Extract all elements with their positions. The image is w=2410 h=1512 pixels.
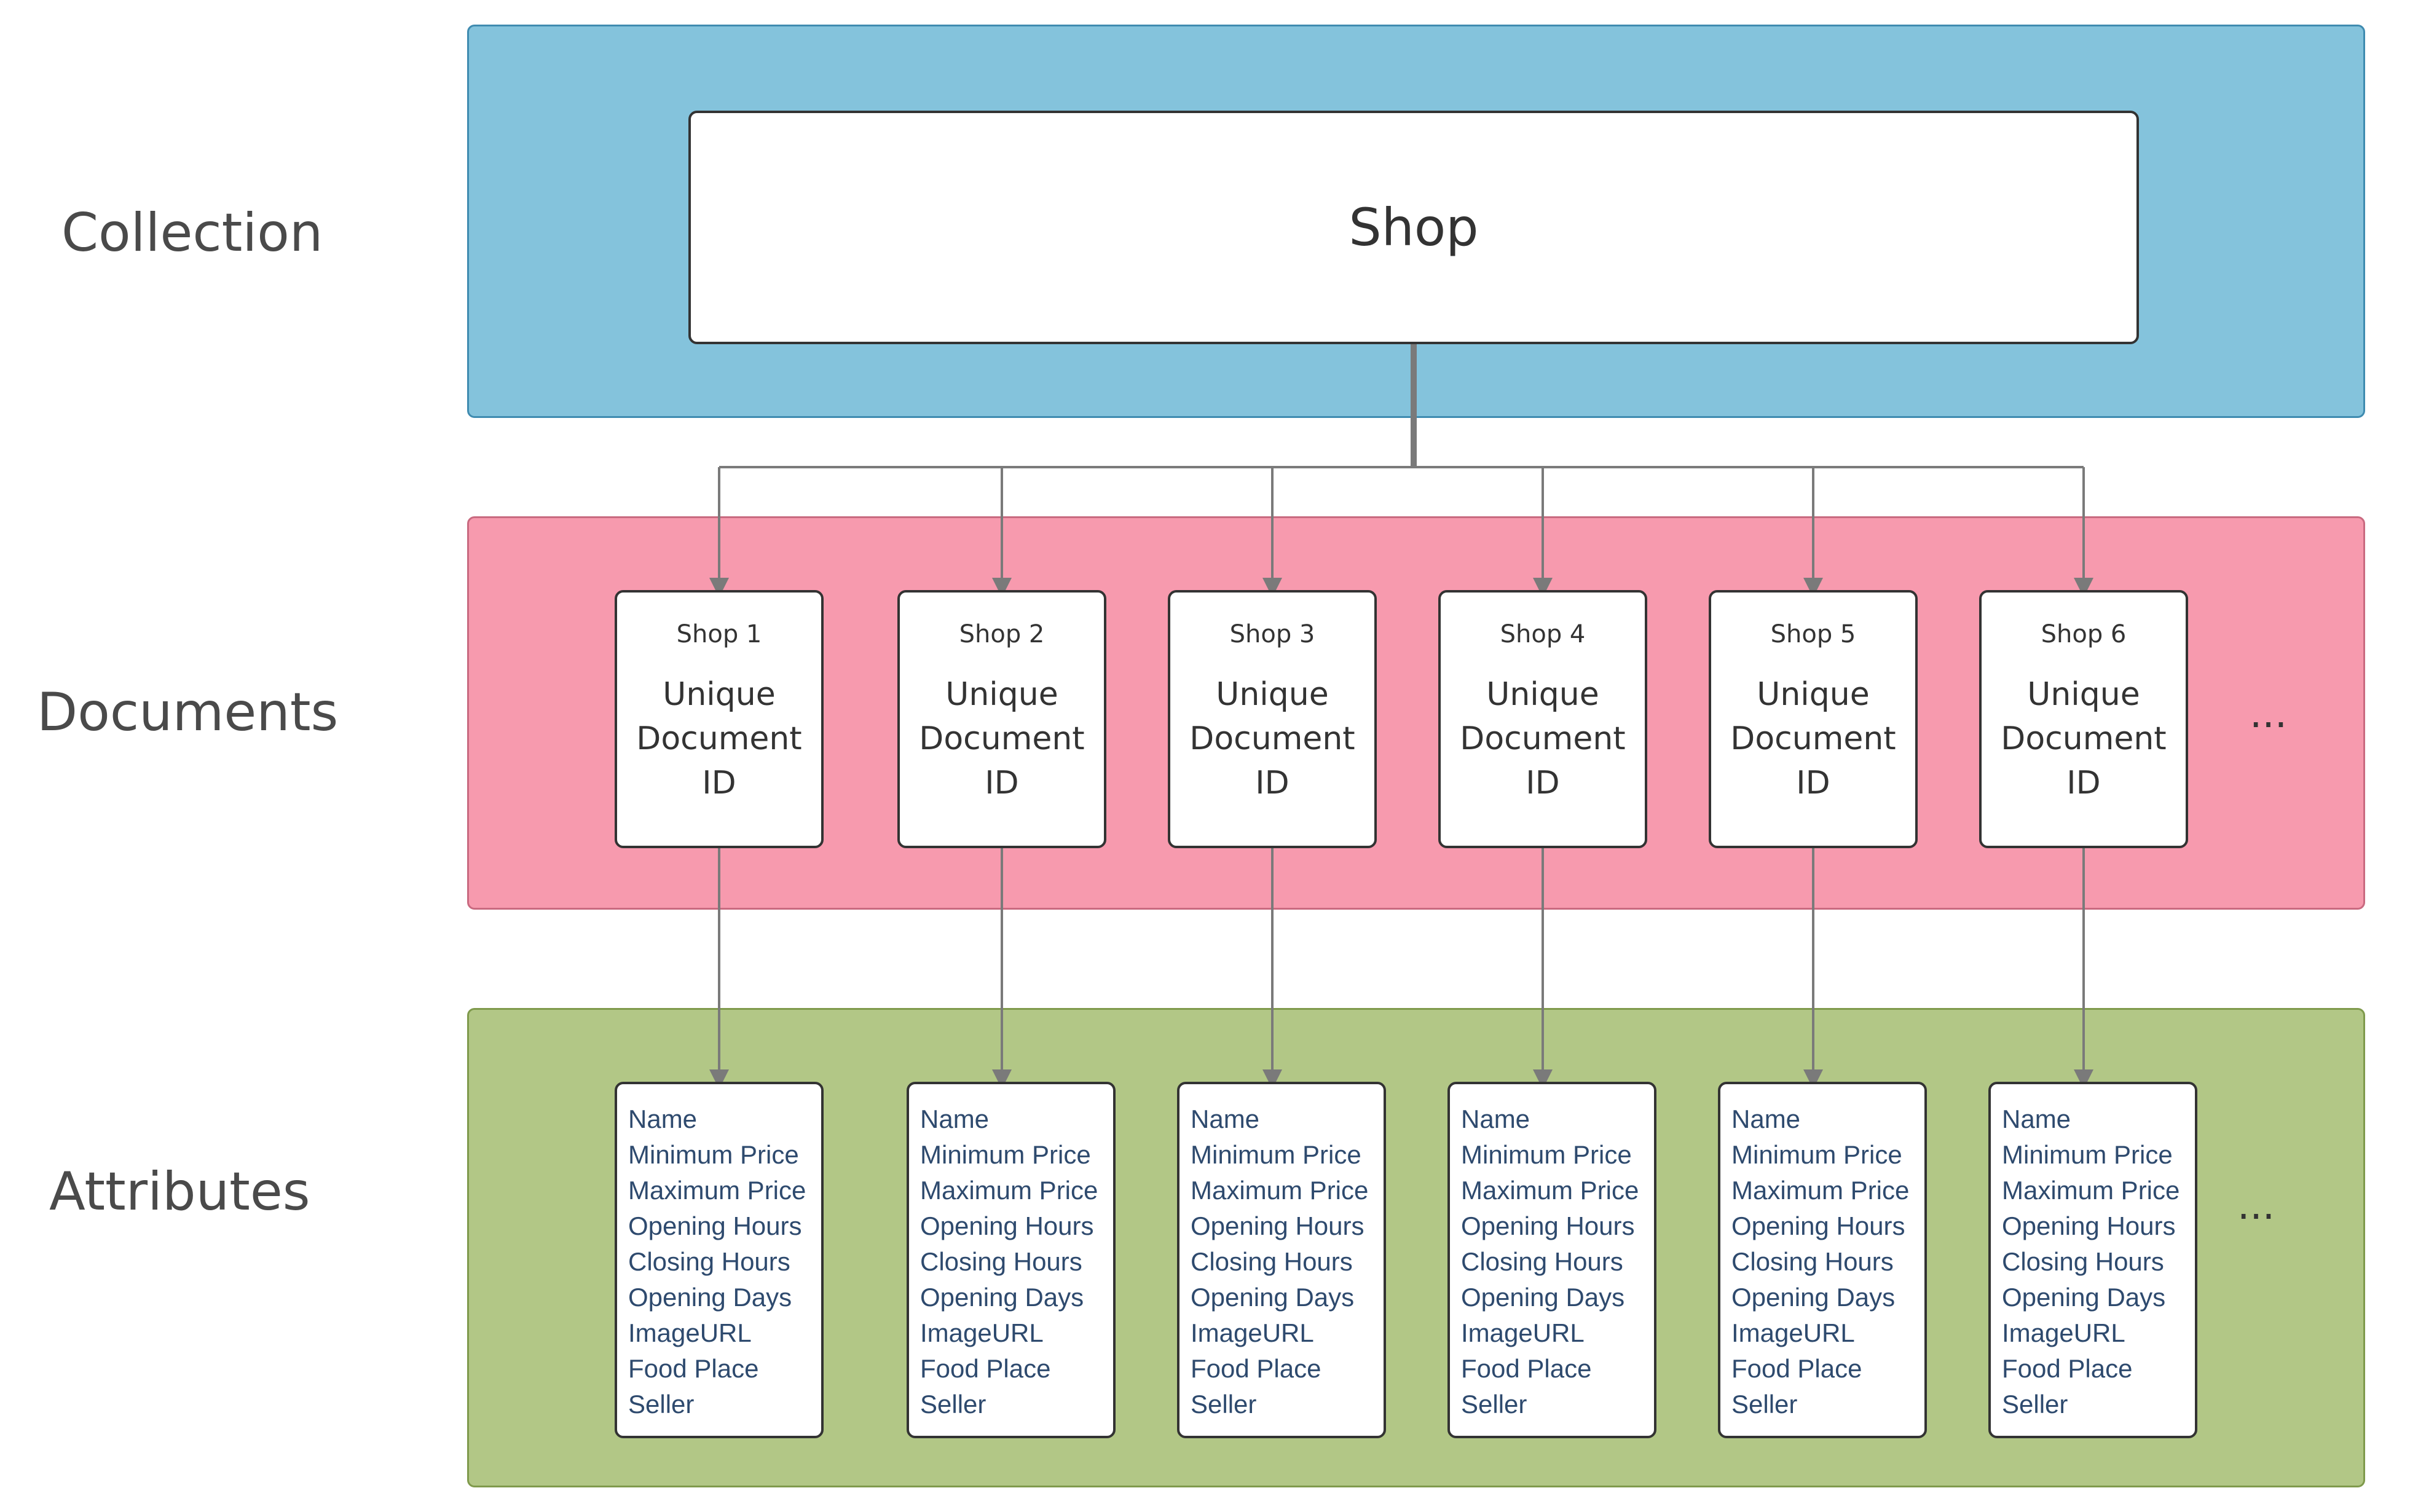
attribute-item: Maximum Price: [1461, 1176, 1639, 1205]
attribute-item: Name: [1191, 1104, 1260, 1133]
document-node: Shop 5 Unique Document ID: [1709, 590, 1918, 848]
attribute-item: Opening Days: [1731, 1283, 1896, 1312]
attribute-item: ImageURL: [1191, 1318, 1314, 1347]
attribute-item: Maximum Price: [1191, 1176, 1369, 1205]
attribute-item: Minimum Price: [1731, 1140, 1902, 1169]
attribute-item: Name: [920, 1104, 990, 1133]
attribute-item: Maximum Price: [2002, 1176, 2180, 1205]
attribute-item: Opening Days: [1461, 1283, 1625, 1312]
document-name: Shop 6: [2041, 620, 2127, 648]
attribute-item: Opening Hours: [1731, 1211, 1905, 1240]
attribute-item: Opening Days: [628, 1283, 792, 1312]
attribute-item: Food Place: [2002, 1354, 2133, 1383]
document-node: Shop 6 Unique Document ID: [1979, 590, 2188, 848]
attribute-item: Name: [1461, 1104, 1530, 1133]
attribute-item: Maximum Price: [920, 1176, 1098, 1205]
more-documents-ellipsis: ...: [2250, 691, 2288, 737]
document-id-label: Unique Document ID: [1460, 676, 1626, 801]
collection-name: Shop: [1349, 197, 1479, 258]
attribute-item: Seller: [628, 1390, 695, 1419]
attribute-item: Opening Days: [1191, 1283, 1355, 1312]
row-label-documents: Documents: [37, 682, 339, 743]
attribute-item: Opening Hours: [2002, 1211, 2176, 1240]
attribute-list-node: Name Minimum Price Maximum Price Opening…: [1177, 1082, 1386, 1438]
attribute-item: Seller: [1731, 1390, 1798, 1419]
attribute-item: Closing Hours: [1461, 1247, 1623, 1276]
document-node: Shop 4 Unique Document ID: [1438, 590, 1647, 848]
document-name: Shop 3: [1229, 620, 1315, 648]
attribute-item: Name: [2002, 1104, 2071, 1133]
row-label-collection: Collection: [61, 202, 323, 264]
attribute-item: Opening Days: [2002, 1283, 2166, 1312]
attribute-item: Maximum Price: [1731, 1176, 1910, 1205]
attribute-item: Opening Days: [920, 1283, 1084, 1312]
attribute-list-node: Name Minimum Price Maximum Price Opening…: [1447, 1082, 1656, 1438]
attribute-item: Opening Hours: [920, 1211, 1094, 1240]
attribute-item: ImageURL: [1731, 1318, 1855, 1347]
attribute-item: Opening Hours: [1191, 1211, 1364, 1240]
attribute-item: Food Place: [1191, 1354, 1321, 1383]
document-id-label: Unique Document ID: [2001, 676, 2167, 801]
attribute-item: Opening Hours: [1461, 1211, 1635, 1240]
attribute-list-node: Name Minimum Price Maximum Price Opening…: [1988, 1082, 2197, 1438]
attribute-item: Seller: [2002, 1390, 2068, 1419]
more-attributes-ellipsis: ...: [2237, 1183, 2275, 1229]
attribute-item: ImageURL: [628, 1318, 752, 1347]
attribute-item: Minimum Price: [1191, 1140, 1361, 1169]
attribute-item: Minimum Price: [2002, 1140, 2173, 1169]
attribute-item: Closing Hours: [2002, 1247, 2164, 1276]
attribute-item: Seller: [1461, 1390, 1527, 1419]
attribute-item: Food Place: [1731, 1354, 1862, 1383]
attribute-item: Closing Hours: [1191, 1247, 1353, 1276]
document-id-label: Unique Document ID: [919, 676, 1085, 801]
attribute-item: Closing Hours: [628, 1247, 790, 1276]
document-name: Shop 5: [1770, 620, 1856, 648]
document-name: Shop 1: [676, 620, 762, 648]
attribute-item: Minimum Price: [628, 1140, 799, 1169]
attribute-item: Maximum Price: [628, 1176, 806, 1205]
attribute-item: Food Place: [1461, 1354, 1592, 1383]
document-id-label: Unique Document ID: [1730, 676, 1896, 801]
attribute-item: ImageURL: [920, 1318, 1044, 1347]
attribute-item: Minimum Price: [1461, 1140, 1632, 1169]
attribute-item: Opening Hours: [628, 1211, 802, 1240]
collection-node: Shop: [688, 111, 2139, 344]
document-name: Shop 4: [1500, 620, 1586, 648]
attribute-item: Closing Hours: [920, 1247, 1082, 1276]
document-node: Shop 2 Unique Document ID: [897, 590, 1106, 848]
attribute-list-node: Name Minimum Price Maximum Price Opening…: [615, 1082, 824, 1438]
row-label-attributes: Attributes: [49, 1161, 310, 1223]
attribute-item: ImageURL: [1461, 1318, 1585, 1347]
attribute-item: Closing Hours: [1731, 1247, 1894, 1276]
document-node: Shop 3 Unique Document ID: [1168, 590, 1377, 848]
attribute-item: Name: [1731, 1104, 1801, 1133]
attribute-item: Food Place: [920, 1354, 1051, 1383]
attribute-item: Minimum Price: [920, 1140, 1091, 1169]
document-node: Shop 1 Unique Document ID: [615, 590, 824, 848]
document-name: Shop 2: [959, 620, 1045, 648]
attribute-item: Seller: [920, 1390, 986, 1419]
attribute-list-node: Name Minimum Price Maximum Price Opening…: [907, 1082, 1116, 1438]
attribute-item: Seller: [1191, 1390, 1257, 1419]
document-id-label: Unique Document ID: [636, 676, 802, 801]
document-id-label: Unique Document ID: [1189, 676, 1355, 801]
attribute-item: Food Place: [628, 1354, 759, 1383]
attribute-item: ImageURL: [2002, 1318, 2125, 1347]
attribute-list-node: Name Minimum Price Maximum Price Opening…: [1718, 1082, 1927, 1438]
attribute-item: Name: [628, 1104, 698, 1133]
